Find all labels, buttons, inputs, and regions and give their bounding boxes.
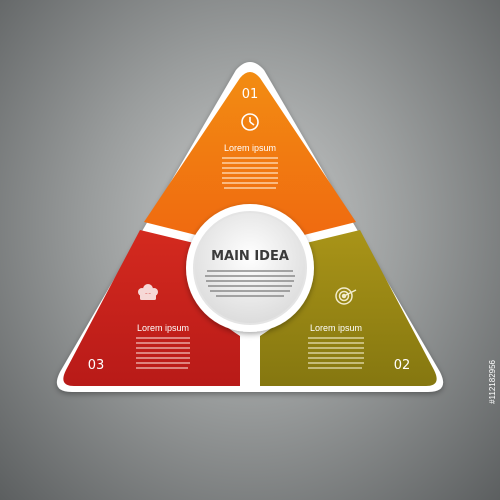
segment-1-heading: Lorem ipsum xyxy=(224,143,276,153)
segment-1-number: 01 xyxy=(242,87,259,102)
segment-2-heading: Lorem ipsum xyxy=(310,323,362,333)
segment-2-number: 02 xyxy=(394,358,411,373)
segment-3[interactable] xyxy=(63,230,241,386)
clock-icon xyxy=(241,113,259,131)
segment-1[interactable] xyxy=(144,72,356,236)
segment-2-description xyxy=(308,337,364,369)
chef-hat-icon xyxy=(138,284,158,300)
main-idea-circle[interactable] xyxy=(193,211,307,325)
main-idea-title: MAIN IDEA xyxy=(211,249,289,264)
target-icon xyxy=(335,287,357,305)
stock-id-label: #112182956 xyxy=(488,360,497,404)
segment-1-description xyxy=(222,157,278,189)
main-idea-description xyxy=(205,270,295,297)
segment-2[interactable] xyxy=(260,230,437,386)
segment-3-description xyxy=(136,337,190,369)
segment-3-number: 03 xyxy=(88,358,105,373)
segment-3-heading: Lorem ipsum xyxy=(137,323,189,333)
